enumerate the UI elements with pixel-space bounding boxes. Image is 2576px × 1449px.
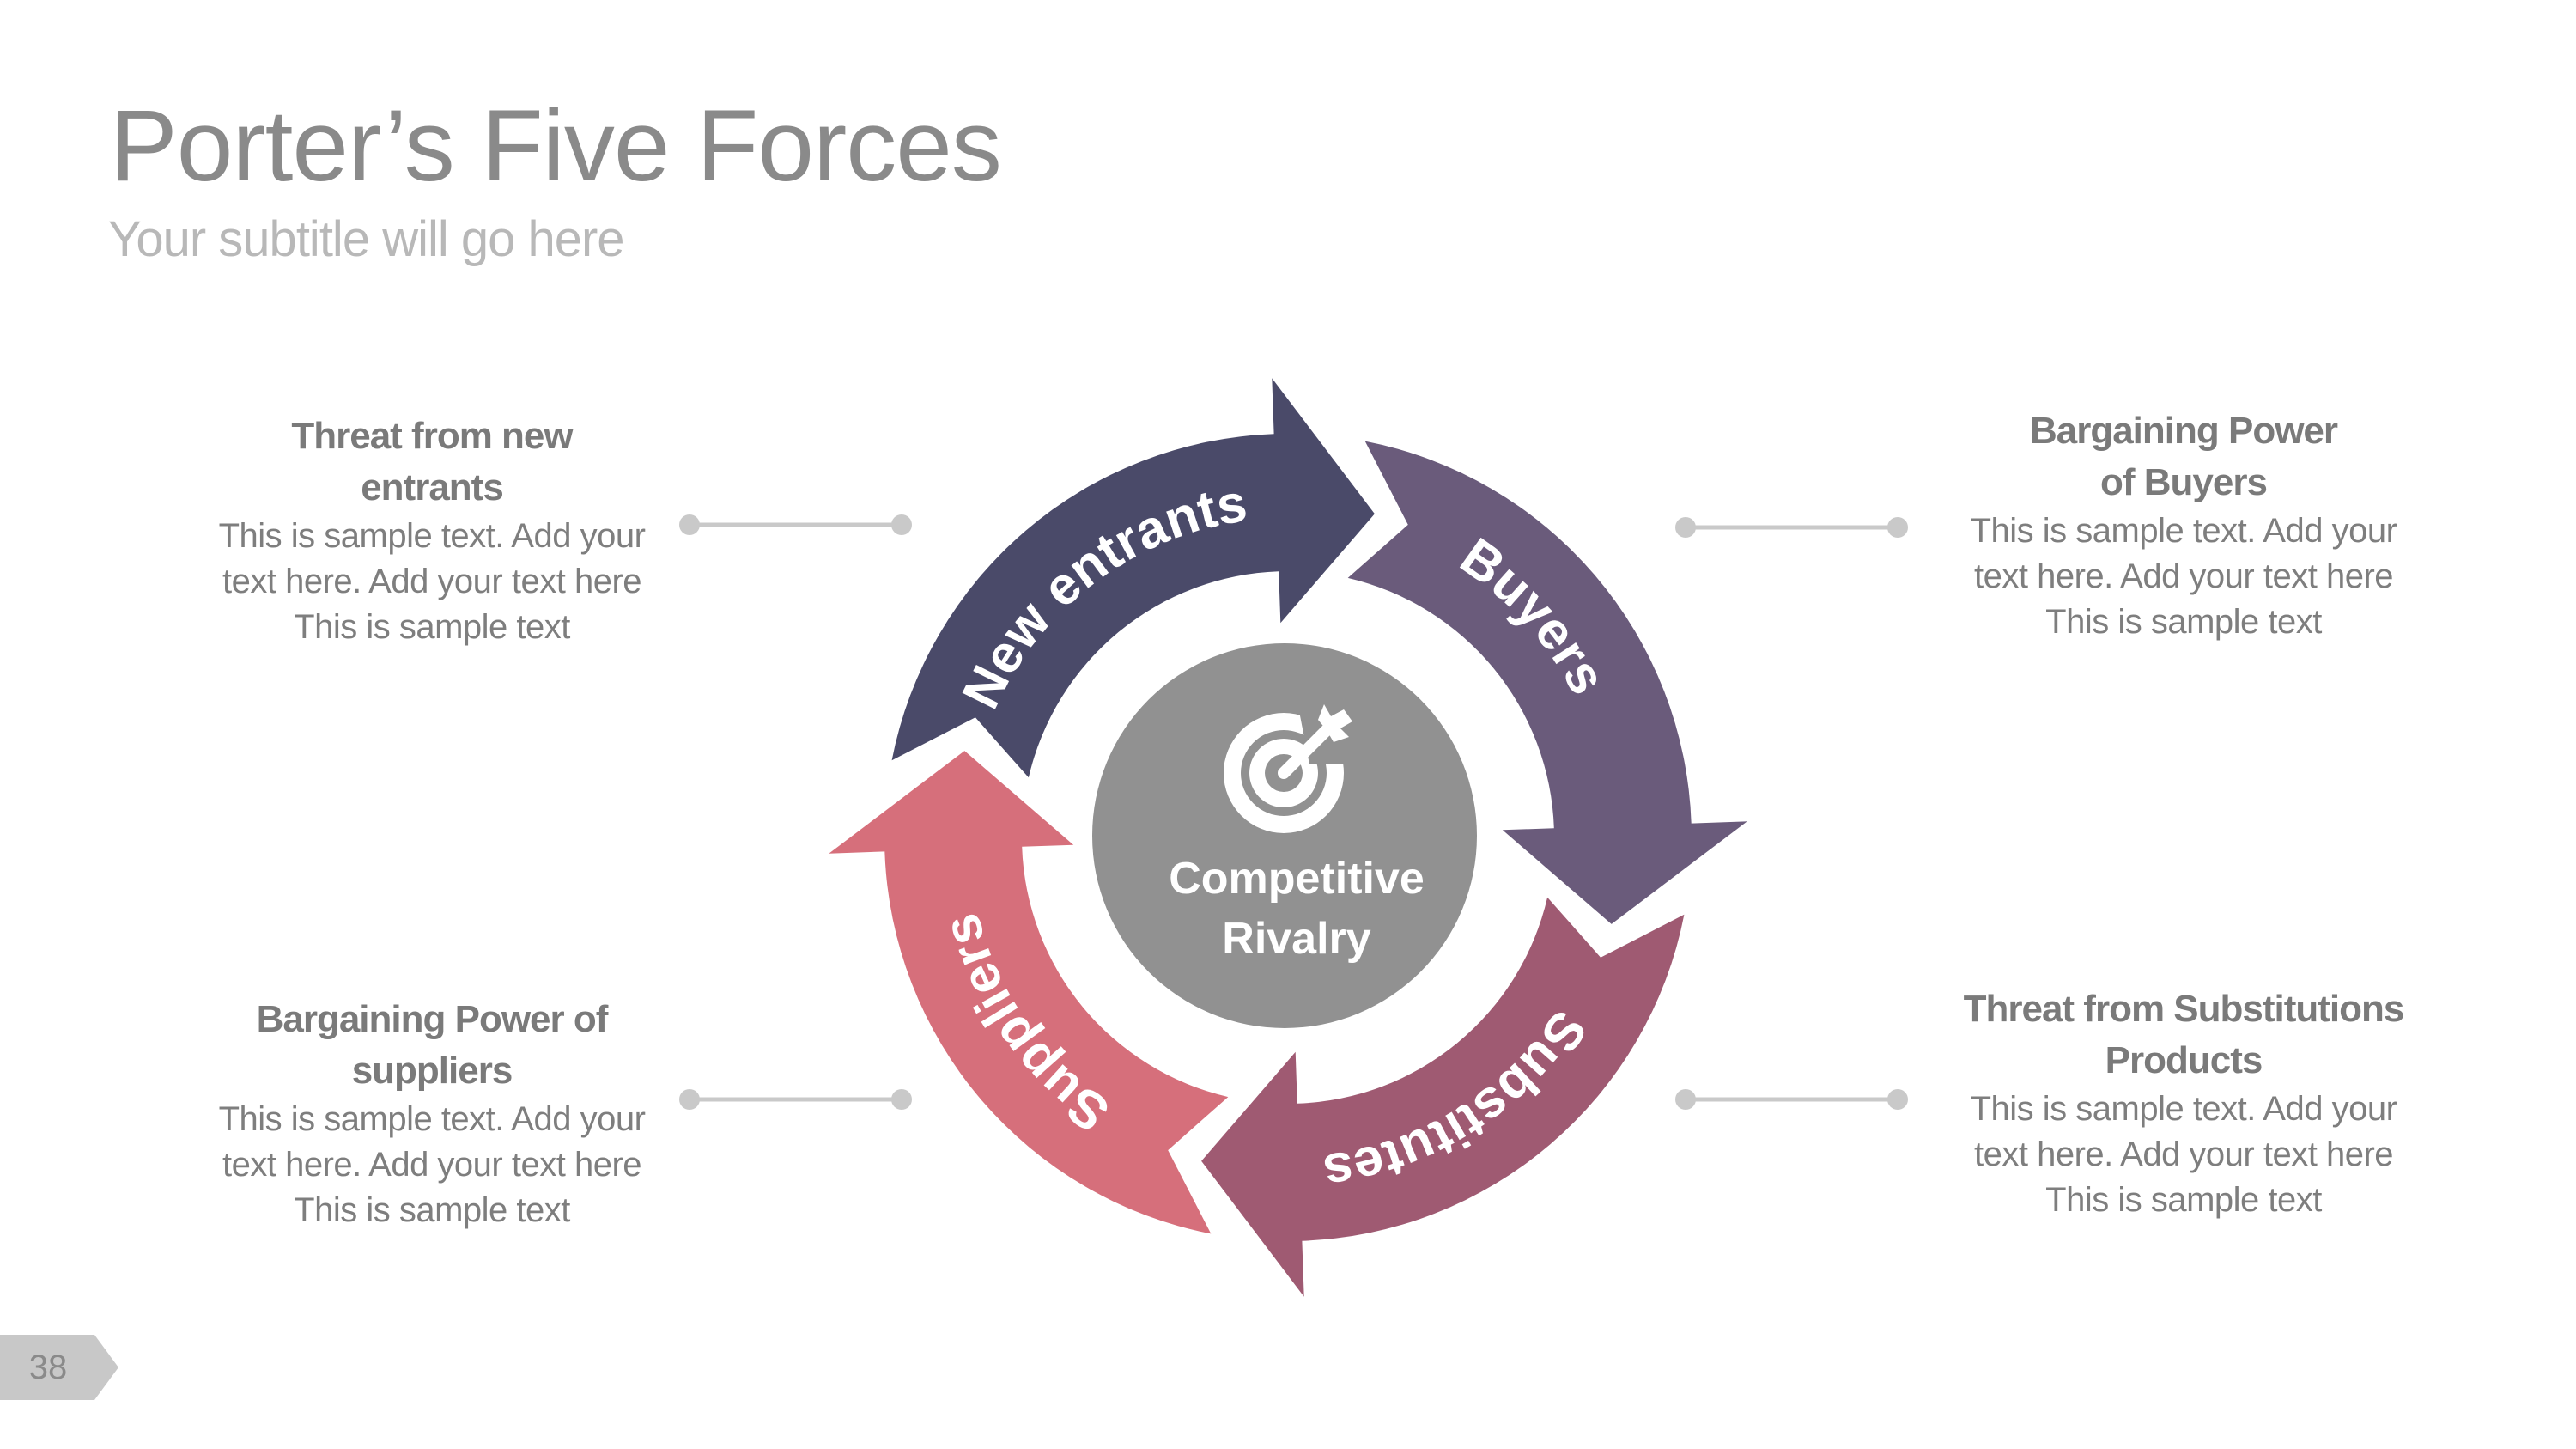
block-body: This is sample text. Add your text here.… (166, 1097, 698, 1233)
connector-dot (679, 1089, 700, 1110)
target-arrow-icon (1224, 704, 1352, 833)
block-body: This is sample text. Add your text here.… (1917, 508, 2450, 645)
heading-line: suppliers (351, 1050, 513, 1092)
page-number-badge (0, 1335, 118, 1400)
slide-title: Porter’s Five Forces (110, 89, 1002, 203)
heading-line: of Buyers (2100, 461, 2268, 503)
body-line: text here. Add your text here (222, 563, 642, 600)
connector-dot (1887, 517, 1908, 538)
connector-dot (891, 514, 912, 535)
arrow-shape (829, 751, 1229, 1234)
connector-dot (891, 1089, 912, 1110)
body-line: text here. Add your text here (1973, 1135, 2394, 1173)
body-line: This is sample text. Add your (1970, 512, 2397, 550)
page-number: 38 (28, 1349, 68, 1386)
body-line: This is sample text (2045, 1181, 2322, 1219)
body-line: This is sample text. Add your (218, 517, 646, 555)
connector-top-right (1675, 517, 1908, 538)
block-heading: Bargaining Power of suppliers (166, 994, 698, 1097)
text-block-buyers: Bargaining Power of Buyers This is sampl… (1917, 405, 2450, 645)
heading-line: entrants (361, 466, 504, 508)
arrow-shape (1201, 897, 1685, 1297)
connector-dot (679, 514, 700, 535)
block-body: This is sample text. Add your text here.… (166, 514, 698, 650)
center-label-line2: Rivalry (1222, 914, 1371, 964)
arrow-shape (1347, 441, 1747, 924)
body-line: This is sample text. Add your (218, 1100, 646, 1138)
body-line: This is sample text (294, 1191, 570, 1229)
connector-dot (1675, 1089, 1696, 1110)
center-label-line1: Competitive (1169, 854, 1425, 904)
connector-dot (1887, 1089, 1908, 1110)
connector-top-left (679, 514, 912, 535)
heading-line: Bargaining Power of (256, 998, 609, 1040)
connector-bottom-left (679, 1089, 912, 1110)
slide-subtitle: Your subtitle will go here (108, 211, 625, 267)
connector-bottom-right (1675, 1089, 1908, 1110)
heading-line: Products (2105, 1039, 2263, 1081)
center-circle (1092, 643, 1477, 1028)
block-body: This is sample text. Add your text here.… (1917, 1087, 2450, 1223)
body-line: text here. Add your text here (222, 1146, 642, 1184)
heading-line: Threat from new (291, 415, 573, 457)
body-line: This is sample text (294, 608, 570, 646)
arrow-shape (891, 378, 1375, 778)
heading-line: Threat from Substitutions (1963, 988, 2405, 1030)
body-line: This is sample text. Add your (1970, 1090, 2397, 1128)
block-heading: Bargaining Power of Buyers (1917, 405, 2450, 508)
text-block-substitutes: Threat from Substitutions Products This … (1917, 983, 2450, 1223)
body-line: This is sample text (2045, 603, 2322, 641)
block-heading: Threat from new entrants (166, 411, 698, 514)
body-line: text here. Add your text here (1973, 557, 2394, 595)
text-block-suppliers: Bargaining Power of suppliers This is sa… (166, 994, 698, 1233)
heading-line: Bargaining Power (2029, 410, 2338, 452)
center-competitive-rivalry: Competitive Rivalry (1092, 643, 1477, 1028)
connector-dot (1675, 517, 1696, 538)
text-block-new-entrants: Threat from new entrants This is sample … (166, 411, 698, 650)
block-heading: Threat from Substitutions Products (1917, 983, 2450, 1087)
